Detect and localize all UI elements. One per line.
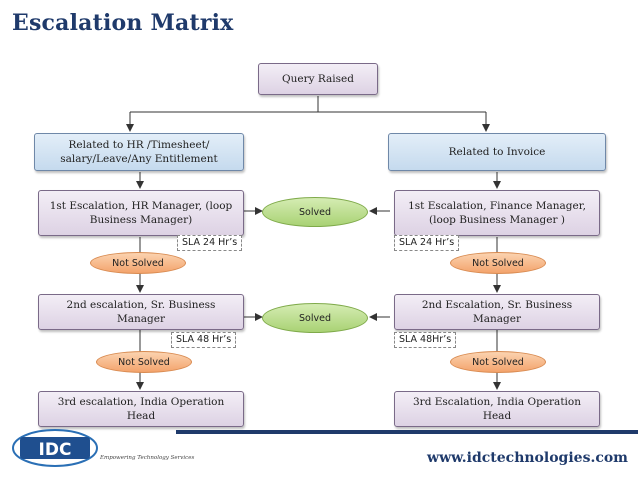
sla-hr-1-tag: SLA 24 Hr’s xyxy=(177,235,243,251)
fin-escalation-3-label: 3rd Escalation, India Operation Head xyxy=(413,396,581,422)
tagline: Empowering Technology Services xyxy=(100,455,195,461)
not-solved-fin-1: Not Solved xyxy=(450,252,546,274)
not-solved-fin-2: Not Solved xyxy=(450,351,546,373)
invoice-category-label: Related to Invoice xyxy=(448,146,546,158)
fin-escalation-2-box: 2nd Escalation, Sr. Business Manager xyxy=(394,294,600,330)
sla-hr-2-tag: SLA 48 Hr’s xyxy=(171,332,237,348)
idc-logo: IDC xyxy=(12,429,98,467)
fin-escalation-1-label: 1st Escalation, Finance Manager, (loop B… xyxy=(408,200,586,226)
hr-escalation-1-label: 1st Escalation, HR Manager, (loop Busine… xyxy=(49,200,233,226)
sla-fin-2-tag: SLA 48Hr’s xyxy=(394,332,457,348)
fin-escalation-1-box: 1st Escalation, Finance Manager, (loop B… xyxy=(394,190,600,236)
query-raised-label: Query Raised xyxy=(282,73,354,85)
hr-category-box: Related to HR /Timesheet/ salary/Leave/A… xyxy=(34,133,244,171)
hr-category-label: Related to HR /Timesheet/ salary/Leave/A… xyxy=(60,139,218,165)
footer-divider xyxy=(176,430,638,434)
query-raised-box: Query Raised xyxy=(258,63,378,95)
hr-escalation-2-box: 2nd escalation, Sr. Business Manager xyxy=(38,294,244,330)
solved-label-2: Solved xyxy=(299,312,331,324)
not-solved-fin-1-label: Not Solved xyxy=(472,257,524,269)
solved-ellipse-2: Solved xyxy=(262,303,368,333)
sla-fin-1-tag: SLA 24 Hr’s xyxy=(394,235,460,251)
website-url[interactable]: www.idctechnologies.com xyxy=(427,450,628,466)
solved-label-1: Solved xyxy=(299,206,331,218)
not-solved-hr-2-label: Not Solved xyxy=(118,356,170,368)
page-title: Escalation Matrix xyxy=(12,10,234,36)
not-solved-hr-1-label: Not Solved xyxy=(112,257,164,269)
not-solved-fin-2-label: Not Solved xyxy=(472,356,524,368)
fin-escalation-2-label: 2nd Escalation, Sr. Business Manager xyxy=(421,299,573,325)
solved-ellipse-1: Solved xyxy=(262,197,368,227)
hr-escalation-2-label: 2nd escalation, Sr. Business Manager xyxy=(66,299,216,325)
hr-escalation-3-label: 3rd escalation, India Operation Head xyxy=(57,396,225,422)
logo-text: IDC xyxy=(39,440,72,460)
hr-escalation-3-box: 3rd escalation, India Operation Head xyxy=(38,391,244,427)
invoice-category-box: Related to Invoice xyxy=(388,133,606,171)
fin-escalation-3-box: 3rd Escalation, India Operation Head xyxy=(394,391,600,427)
hr-escalation-1-box: 1st Escalation, HR Manager, (loop Busine… xyxy=(38,190,244,236)
not-solved-hr-2: Not Solved xyxy=(96,351,192,373)
not-solved-hr-1: Not Solved xyxy=(90,252,186,274)
